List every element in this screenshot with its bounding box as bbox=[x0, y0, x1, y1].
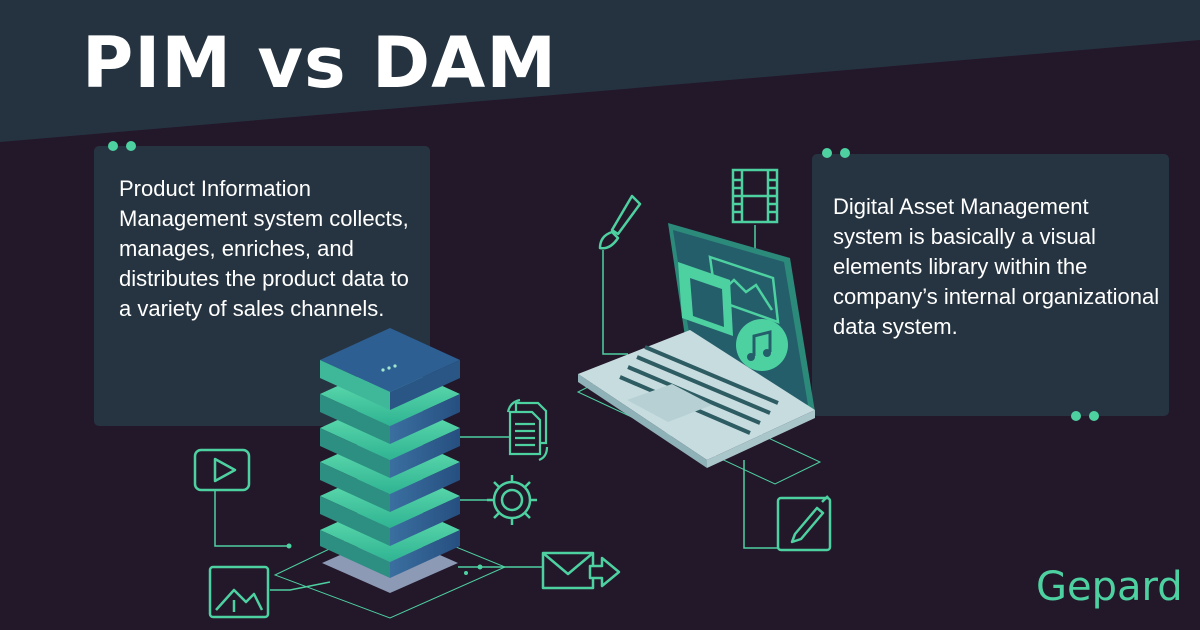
paintbrush-icon bbox=[598, 194, 642, 250]
edit-note-icon bbox=[776, 495, 832, 552]
image-icon bbox=[208, 565, 270, 619]
gear-icon bbox=[487, 475, 537, 525]
dam-card-dots-top bbox=[822, 148, 850, 158]
documents-sync-icon bbox=[506, 398, 549, 462]
music-note-icon bbox=[736, 319, 788, 371]
brand-logo: Gepard bbox=[1036, 564, 1183, 610]
email-forward-icon bbox=[541, 551, 621, 590]
film-frame-screen bbox=[678, 262, 733, 336]
server-stack-icon bbox=[320, 328, 460, 593]
film-strip-icon bbox=[731, 168, 779, 224]
pim-description-text: Product Information Management system co… bbox=[119, 176, 409, 321]
dam-card-dots-bottom bbox=[1071, 411, 1099, 421]
dam-description-text: Digital Asset Management system is basic… bbox=[833, 194, 1160, 339]
laptop-icon bbox=[578, 223, 815, 468]
page-title: PIM vs DAM bbox=[82, 22, 557, 104]
dam-description-card: Digital Asset Management system is basic… bbox=[812, 154, 1169, 416]
video-play-icon bbox=[193, 448, 251, 492]
pim-card-dots bbox=[108, 141, 136, 151]
